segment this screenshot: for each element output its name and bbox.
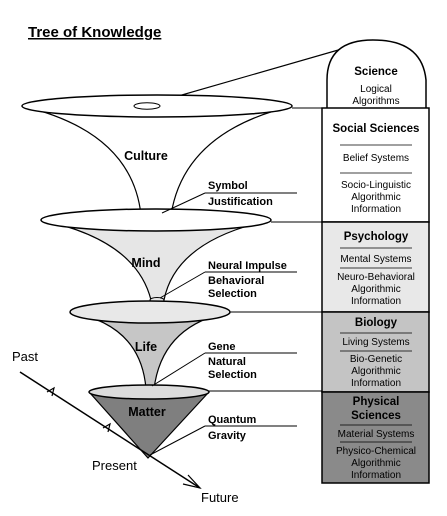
box-head: Biology (355, 317, 398, 329)
funnel-life: Life (69, 300, 231, 392)
side-labels-mind: Neural Impulse Behavioral Selection (159, 260, 297, 300)
box-head: Sciences (351, 410, 401, 422)
box-item: Information (351, 204, 401, 215)
science-item: Logical (360, 84, 392, 95)
box-item: Socio-Linguistic (341, 180, 411, 191)
rim-connectors (209, 107, 322, 392)
time-label-past: Past (12, 349, 38, 364)
time-label-future: Future (201, 490, 239, 505)
box-item: Bio-Genetic (350, 354, 402, 365)
side-label: Behavioral (208, 275, 264, 287)
science-dome: Science Logical Algorithms (146, 39, 427, 108)
box-item: Mental Systems (340, 254, 411, 265)
box-item: Algorithmic (351, 284, 400, 295)
box-item: Material Systems (338, 429, 415, 440)
level-label-matter: Matter (128, 405, 166, 419)
box-item: Algorithmic (351, 458, 400, 469)
box-biology: Biology Living Systems Bio-Genetic Algor… (321, 311, 430, 393)
box-item: Neuro-Behavioral (337, 272, 415, 283)
side-label: Natural (208, 356, 246, 368)
box-item: Physico-Chemical (336, 446, 416, 457)
side-label: Neural Impulse (208, 260, 287, 272)
box-item: Belief Systems (343, 153, 409, 164)
box-psychology: Psychology Mental Systems Neuro-Behavior… (321, 221, 430, 313)
side-label: Symbol (208, 180, 248, 192)
box-physical-sciences: Physical Sciences Material Systems Physi… (321, 391, 430, 484)
level-label-mind: Mind (131, 256, 160, 270)
level-label-life: Life (135, 340, 157, 354)
box-item: Algorithmic (351, 192, 400, 203)
side-label: Gene (208, 341, 236, 353)
box-social-sciences: Social Sciences Belief Systems Socio-Lin… (321, 107, 430, 223)
side-label: Justification (208, 196, 273, 208)
diagram-title: Tree of Knowledge (28, 24, 161, 41)
science-item: Algorithms (352, 96, 399, 107)
funnel-matter: Matter (88, 384, 210, 459)
box-item: Information (351, 378, 401, 389)
box-item: Information (351, 470, 401, 481)
box-item: Living Systems (342, 337, 409, 348)
side-labels-matter: Quantum Gravity (149, 414, 297, 456)
time-arrow: Past Present Future (12, 349, 239, 505)
funnel-mind: Mind (40, 208, 272, 303)
box-item: Information (351, 296, 401, 307)
box-head: Social Sciences (333, 123, 420, 135)
box-head: Psychology (344, 231, 409, 243)
side-label: Selection (208, 288, 257, 300)
side-label: Selection (208, 369, 257, 381)
box-head: Physical (353, 396, 400, 408)
level-label-culture: Culture (124, 149, 168, 163)
time-label-present: Present (92, 458, 137, 473)
science-head: Science (354, 66, 397, 78)
side-labels-culture: Symbol Justification (161, 180, 297, 214)
side-label: Gravity (208, 430, 247, 442)
box-item: Algorithmic (351, 366, 400, 377)
side-label: Quantum (208, 414, 256, 426)
side-labels-life: Gene Natural Selection (151, 341, 297, 387)
